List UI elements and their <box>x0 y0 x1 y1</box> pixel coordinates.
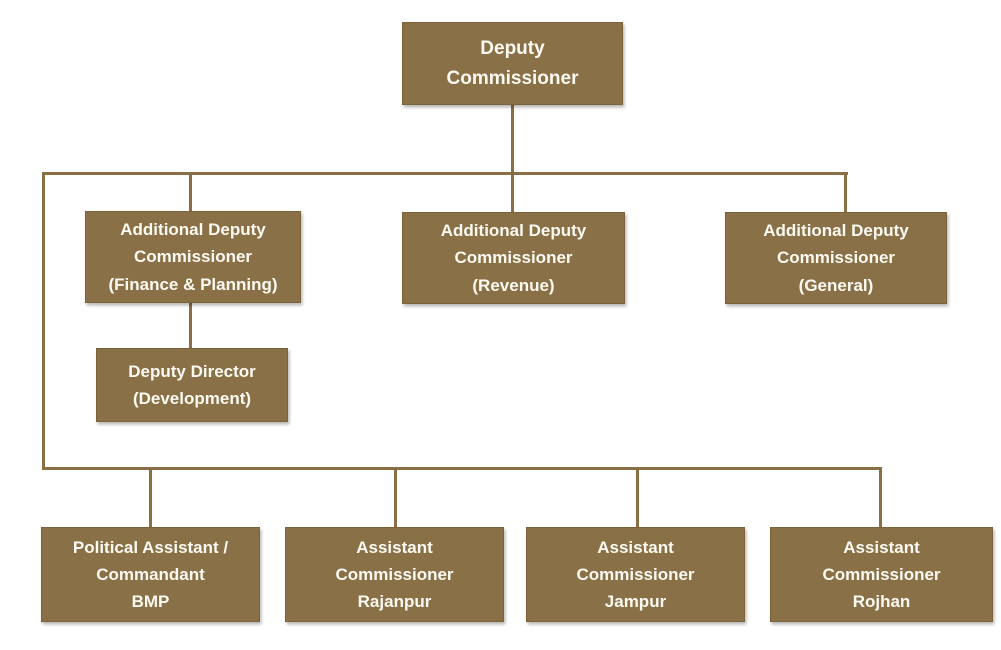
connector-to-ac-rajanpur <box>394 467 397 529</box>
connector-to-ac-jampur <box>636 467 639 529</box>
connector-to-political-assistant <box>149 467 152 529</box>
connector-to-finance-planning <box>189 172 192 213</box>
connector-finance-to-deputy-director <box>189 302 192 350</box>
connector-to-general <box>844 172 847 214</box>
connector-row2-horizontal <box>42 172 848 175</box>
node-political-assistant-bmp: Political Assistant / Commandant BMP <box>41 527 260 622</box>
node-adc-revenue: Additional Deputy Commissioner (Revenue) <box>402 212 625 304</box>
connector-dc-to-row2-rail <box>511 104 514 214</box>
node-ac-rajanpur: Assistant Commissioner Rajanpur <box>285 527 504 622</box>
node-ac-rojhan: Assistant Commissioner Rojhan <box>770 527 993 622</box>
connector-left-rail <box>42 172 45 470</box>
node-adc-finance-planning: Additional Deputy Commissioner (Finance … <box>85 211 301 303</box>
node-deputy-director-development: Deputy Director (Development) <box>96 348 288 422</box>
connector-to-ac-rojhan <box>879 467 882 529</box>
node-deputy-commissioner: Deputy Commissioner <box>402 22 623 105</box>
node-adc-general: Additional Deputy Commissioner (General) <box>725 212 947 304</box>
connector-row4-horizontal <box>42 467 882 470</box>
node-ac-jampur: Assistant Commissioner Jampur <box>526 527 745 622</box>
